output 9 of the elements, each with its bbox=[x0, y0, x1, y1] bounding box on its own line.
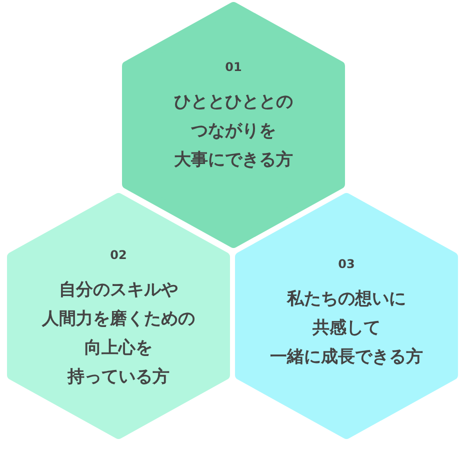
hexagon-card bbox=[7, 193, 230, 439]
step-number: 02 bbox=[110, 248, 127, 262]
step-number: 03 bbox=[338, 256, 355, 270]
description-text: 私たちの想いに共感して一緒に成長できる方 bbox=[270, 288, 423, 368]
description-text: 自分のスキルや人間力を磨くための向上心を持っている方 bbox=[42, 279, 195, 389]
description-text: ひととひととのつながりを大事にできる方 bbox=[174, 90, 293, 172]
step-number: 01 bbox=[225, 60, 242, 74]
hexagon-card bbox=[122, 2, 345, 248]
hexagon-card bbox=[235, 193, 458, 439]
